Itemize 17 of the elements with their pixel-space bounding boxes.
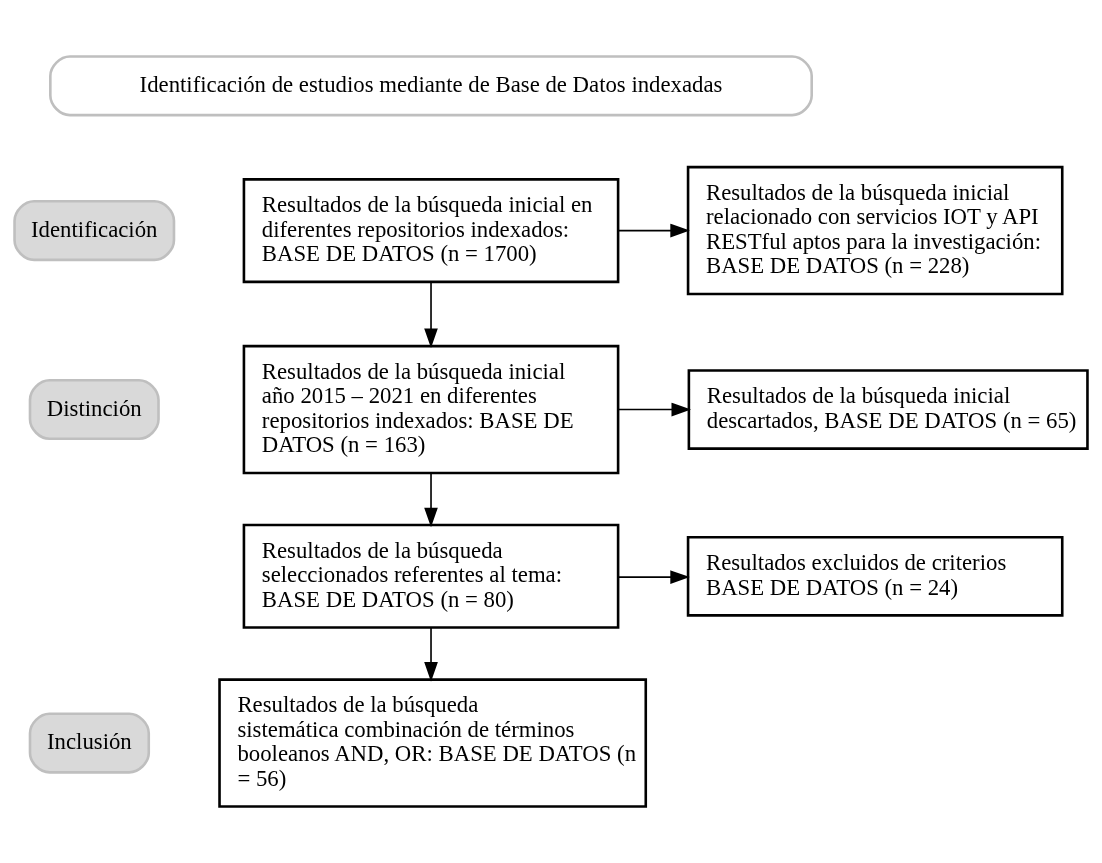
node-box: Resultados de la búsqueda sistemática combinación de términos booleanos AND, OR: BASE DE DATOS (n = 56)	[218, 678, 648, 808]
node-box: Resultados de la búsqueda inicial relacionado con servicios IOT y API RESTful aptos para la investigación: BASE DE DATOS (n = 228)	[686, 165, 1064, 296]
arrow	[617, 570, 690, 584]
arrow	[424, 281, 438, 348]
node-box: Distinción	[28, 378, 160, 441]
node-box: Resultados de la búsqueda inicial en diferentes repositorios indexados: BASE DE DATOS (n = 1700)	[242, 178, 620, 284]
arrow	[424, 626, 438, 682]
node-box: Identificación	[13, 200, 176, 262]
node-box: Resultados de la búsqueda inicial descartados, BASE DE DATOS (n = 65)	[687, 369, 1089, 450]
node-box: Identificación de estudios mediante de Base de Datos indexadas	[49, 55, 813, 117]
node-box: Inclusión	[28, 712, 151, 774]
arrow	[617, 223, 690, 238]
node-box: Resultados excluidos de criterios BASE DE DATOS (n = 24)	[686, 535, 1064, 617]
node-box: Resultados de la búsqueda inicial año 2015 – 2021 en diferentes repositorios indexados: BASE DE DATOS (n = 163)	[242, 344, 620, 475]
arrow	[617, 402, 692, 417]
node-box: Resultados de la búsqueda seleccionados referentes al tema: BASE DE DATOS (n = 80)	[242, 523, 620, 629]
arrow	[424, 472, 438, 528]
